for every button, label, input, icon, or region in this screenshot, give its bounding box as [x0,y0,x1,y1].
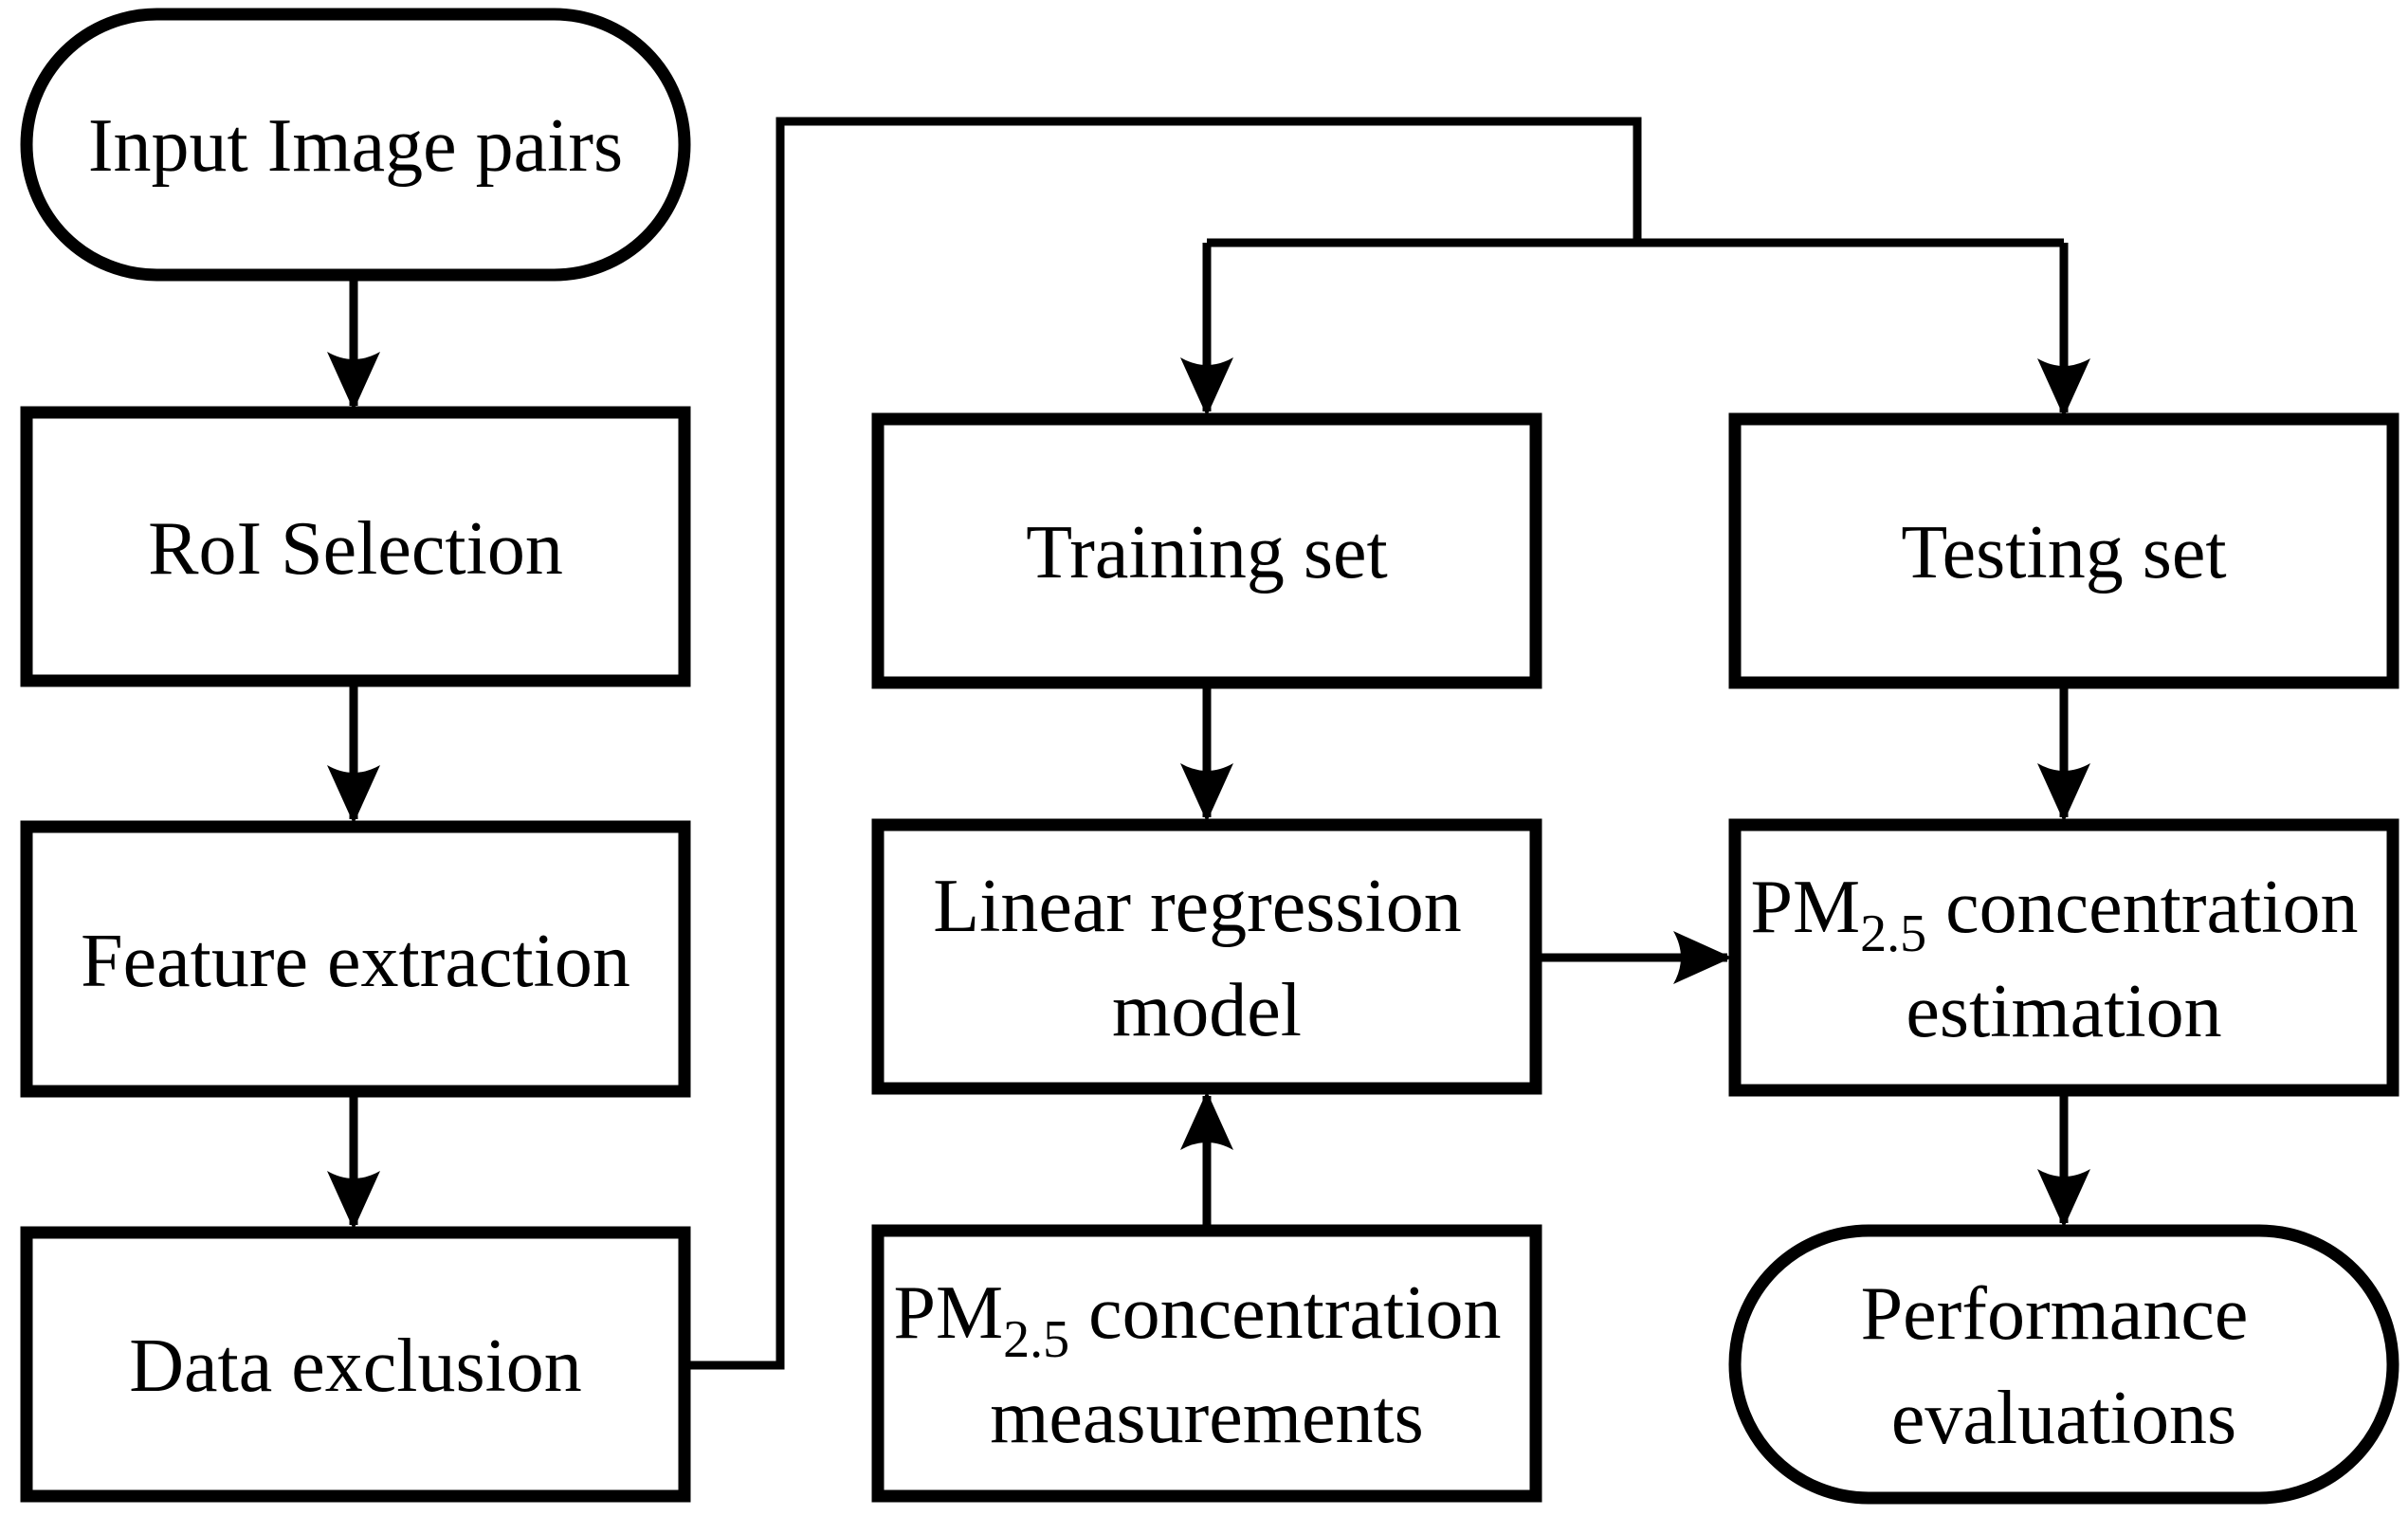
node-pm-concentration-measurements: PM2.5 concentration measurements [871,1224,1542,1503]
node-label: PM2.5 concentration measurements [894,1271,1521,1459]
process-shape [20,406,691,687]
node-label: Data exclusion [129,1324,582,1408]
terminator-shape [1728,1224,2399,1505]
process-shape [1728,818,2399,1097]
node-label: RoI Selection [148,507,563,591]
label-line-2: model [1112,969,1302,1052]
process-shape [20,1226,691,1503]
node-roi-selection: RoI Selection [20,406,691,687]
node-feature-extraction: Feature extraction [20,820,691,1098]
label-line-1-rest: concentration [1069,1271,1501,1355]
node-label: Linear regression model [933,865,1481,1052]
node-training-set: Training set [871,412,1542,689]
node-label: Performance evaluations [1861,1272,2268,1460]
label-line-1-rest: concentration [1926,866,2358,949]
node-label: Feature extraction [81,920,630,1003]
label-line-2: estimation [1906,970,2221,1053]
label-line-1-main: PM [1751,866,1861,949]
process-shape [1728,412,2399,689]
node-label: Testing set [1901,511,2226,594]
line-data-exclusion-riser [684,117,1642,1370]
label-subscript: 2.5 [1003,1310,1069,1369]
label-line-1: Linear regression [933,865,1462,948]
process-shape [871,412,1542,689]
process-shape [871,818,1542,1095]
node-pm-concentration-estimation: PM2.5 concentration estimation [1728,818,2399,1097]
node-label: Training set [1026,511,1388,594]
label-line-2: evaluations [1891,1377,2236,1460]
node-label: Input Image pairs [88,104,623,188]
process-shape [871,1224,1542,1503]
node-input-image-pairs: Input Image pairs [20,8,691,282]
node-label: PM2.5 concentration estimation [1751,866,2378,1053]
label-line-1-main: PM [894,1271,1004,1355]
node-testing-set: Testing set [1728,412,2399,689]
node-performance-evaluations: Performance evaluations [1728,1224,2399,1505]
label-subscript: 2.5 [1860,904,1926,963]
label-line-1: Performance [1861,1272,2249,1356]
connectors [327,117,2090,1370]
terminator-shape [20,8,691,282]
node-linear-regression-model: Linear regression model [871,818,1542,1095]
process-shape [20,820,691,1098]
label-line-2: measurements [990,1376,1424,1459]
node-data-exclusion: Data exclusion [20,1226,691,1503]
